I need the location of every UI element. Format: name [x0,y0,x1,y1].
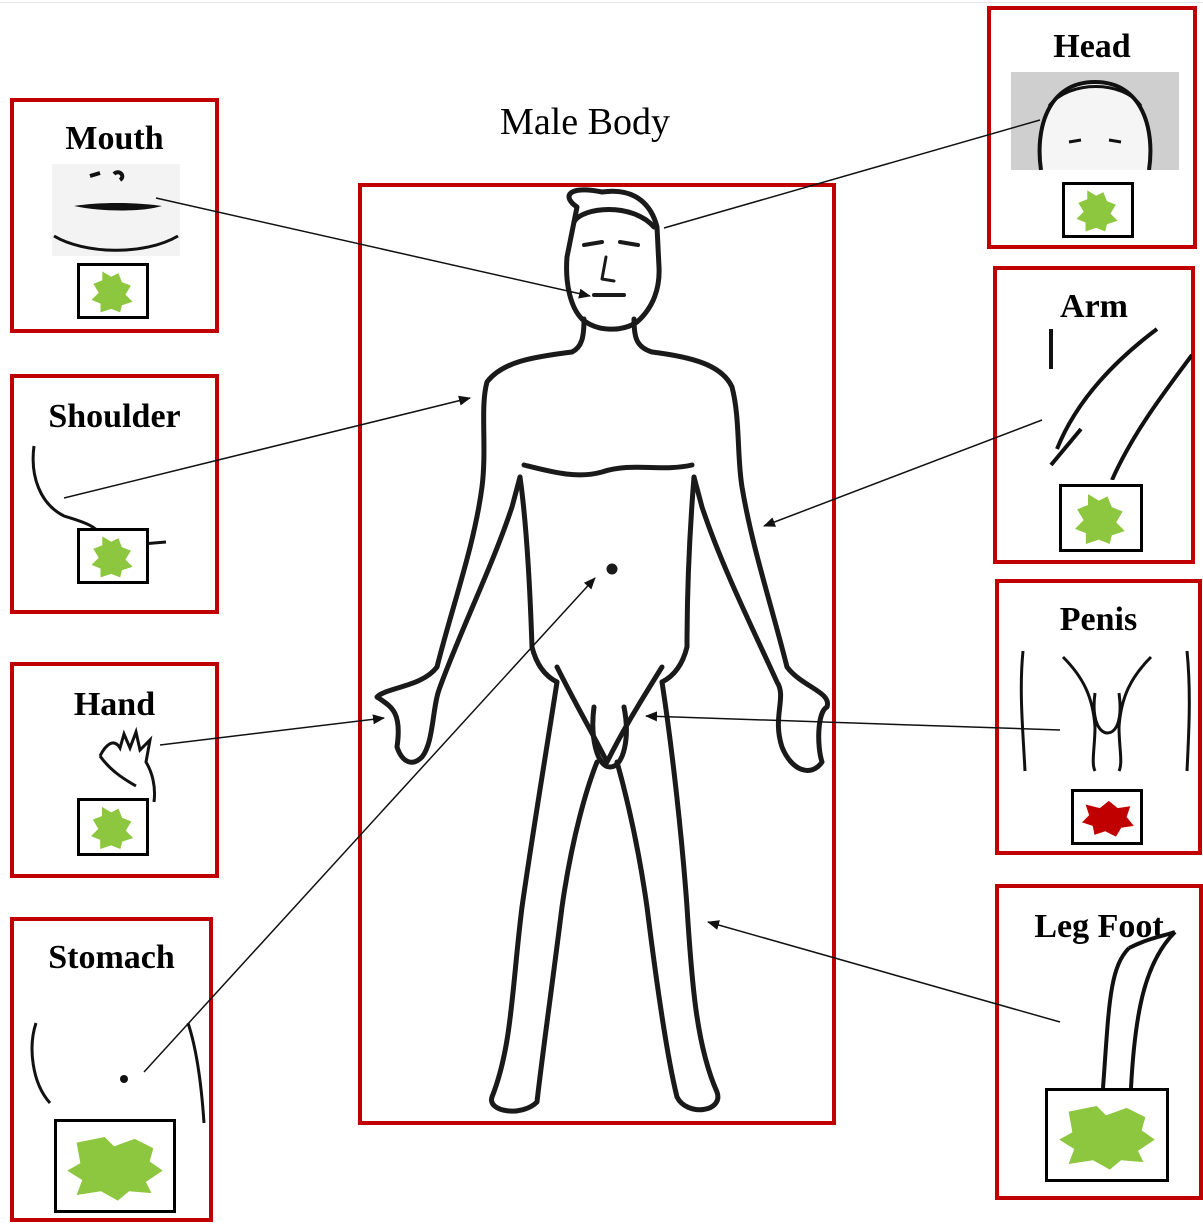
shoulder-label: Shoulder [14,400,215,434]
top-border-line [0,2,1203,3]
head-label: Head [991,30,1193,64]
penis-label: Penis [999,603,1198,637]
mouth-status-box [77,263,149,319]
stomach-status-mark [57,1122,173,1210]
figure-title: Male Body [470,100,700,144]
leg-foot-status-mark [1048,1091,1166,1179]
leg-foot-panel[interactable]: Leg Foot [995,884,1203,1200]
penis-thumbnail [1017,649,1197,773]
head-thumbnail [1011,72,1179,170]
head-panel[interactable]: Head [987,6,1197,249]
mouth-panel[interactable]: Mouth [10,98,219,333]
penis-status-box [1071,789,1143,845]
penis-status-mark [1074,792,1140,842]
stomach-status-box [54,1119,176,1213]
body-figure-frame [358,183,836,1125]
mouth-thumbnail [52,164,180,256]
mouth-label: Mouth [14,122,215,156]
male-body-outline [362,187,832,1121]
shoulder-status-box [77,528,149,584]
shoulder-status-mark [80,531,146,581]
leg-foot-thumbnail [1079,928,1189,1088]
stomach-thumbnail [28,1019,208,1129]
hand-thumbnail [90,726,170,806]
hand-status-box [77,798,149,856]
leg-foot-status-box [1045,1088,1169,1182]
shoulder-panel[interactable]: Shoulder [10,374,219,614]
hand-label: Hand [14,688,215,722]
penis-panel[interactable]: Penis [995,579,1202,855]
arm-status-box [1059,484,1143,552]
hand-status-mark [80,801,146,853]
stomach-panel[interactable]: Stomach [10,917,213,1222]
stomach-label: Stomach [14,941,209,975]
hand-panel[interactable]: Hand [10,662,219,878]
arm-panel[interactable]: Arm [993,266,1195,564]
arm-status-mark [1062,487,1140,549]
arm-thumbnail [1047,325,1192,480]
head-status-mark [1065,185,1131,235]
arm-label: Arm [997,290,1191,324]
mouth-status-mark [80,266,146,316]
head-status-box [1062,182,1134,238]
